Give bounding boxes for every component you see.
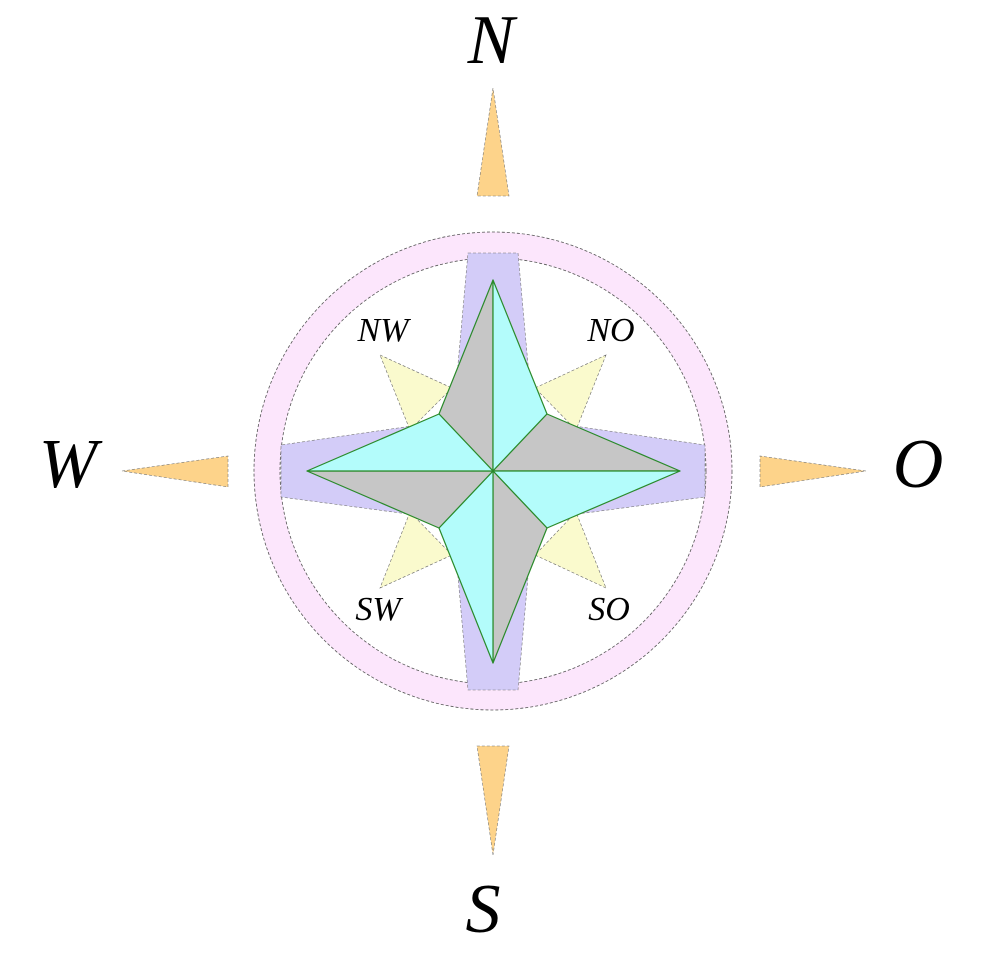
outer-arrow-north — [476, 87, 510, 197]
label-southwest: SW — [355, 591, 403, 628]
outer-arrow-south — [476, 745, 510, 856]
intercardinal-point-nw — [379, 354, 453, 431]
label-north: N — [467, 2, 518, 79]
label-southeast: SO — [588, 591, 630, 628]
label-south: S — [466, 871, 501, 948]
intercardinal-point-se — [534, 511, 607, 589]
compass-ring — [254, 232, 732, 710]
label-west: W — [39, 426, 103, 503]
star — [306, 279, 681, 664]
label-east: O — [893, 426, 944, 503]
intercardinal-point-ne — [534, 354, 607, 431]
star-west-top — [306, 413, 494, 472]
intercardinal-point-sw — [379, 511, 453, 589]
compass-ring-inner-edge — [279, 257, 707, 685]
label-northeast: NO — [586, 312, 634, 349]
outer-arrow-east — [759, 455, 867, 488]
outer-arrow-west — [121, 455, 229, 488]
compass-ring-outer-edge — [253, 231, 733, 711]
label-northwest: NW — [357, 312, 412, 349]
